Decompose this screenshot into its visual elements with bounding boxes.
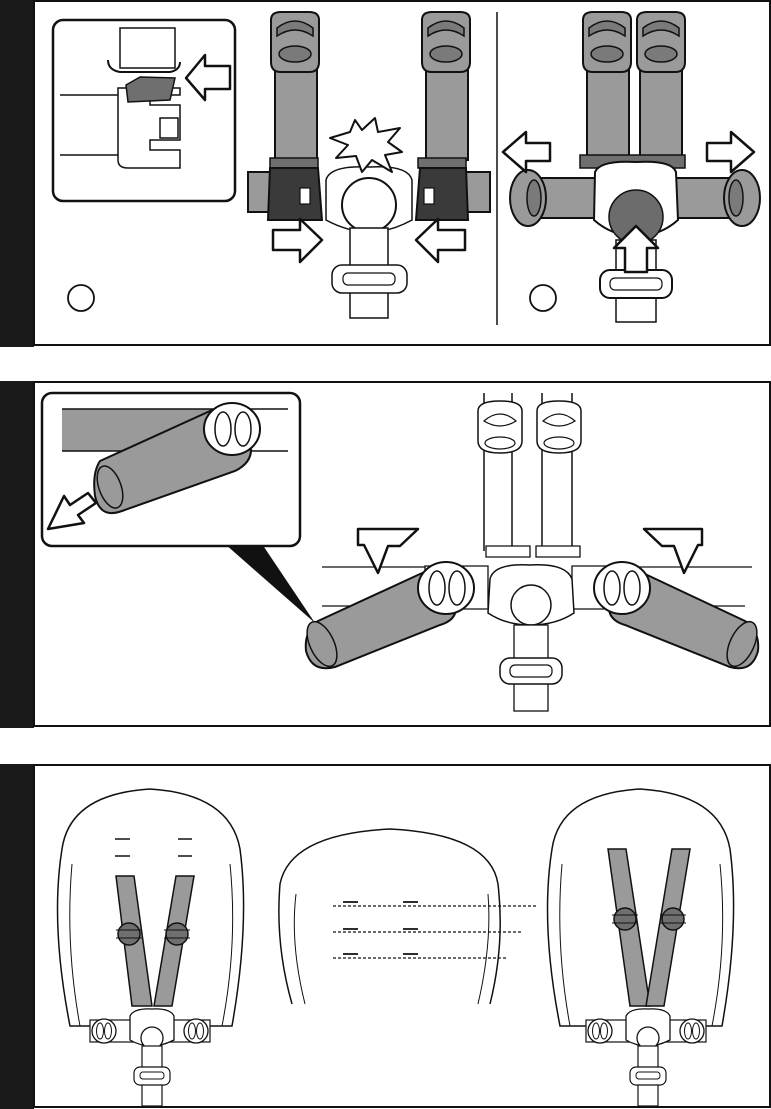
panel-release-buckle [0,0,771,347]
seat-back-straps-high [548,789,734,1106]
pad-removal-detail-inset [42,393,300,546]
pull-arrow-icon [707,132,754,172]
pull-arrow-icon [503,132,550,172]
seat-back-straps-low [58,789,244,1106]
step-tab-bar [0,381,34,728]
push-arrow-icon [273,219,322,262]
click-burst-icon [330,118,402,172]
strap-adjuster [166,923,188,945]
release-buckle-illustration [0,0,771,347]
callout-pointer [225,544,315,623]
step-tab-bar [0,0,34,347]
strap-adjuster [118,923,140,945]
step-marker-b [530,285,556,311]
seat-back-slot-heights [279,829,536,1004]
shoulder-pads-illustration [0,381,771,728]
harness-with-pads [301,393,763,711]
push-arrow-icon [416,219,465,262]
step-b-buckle-release [503,12,760,322]
shoulder-strap-heights-illustration [0,764,771,1109]
panel-shoulder-strap-heights [0,764,771,1109]
step-marker-a [68,285,94,311]
panel-shoulder-pads [0,381,771,728]
step-tab-bar [0,764,34,1109]
strap-adjuster [662,908,684,930]
strap-adjuster [614,908,636,930]
buckle-release-detail-inset [53,20,235,201]
